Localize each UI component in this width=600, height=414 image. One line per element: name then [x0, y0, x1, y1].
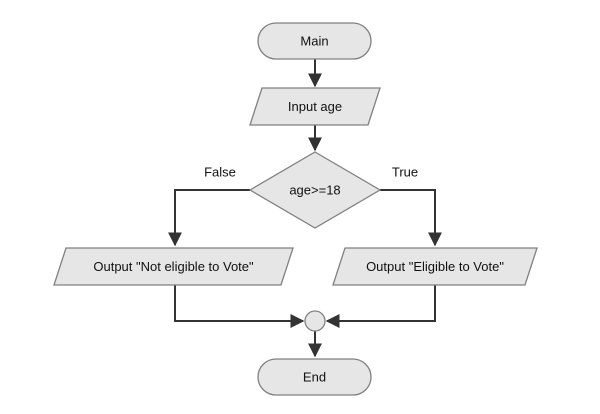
start-terminator-shape — [257, 22, 372, 60]
output-true-parallelogram-shape — [332, 247, 538, 286]
connector-true-to-merge — [325, 285, 436, 328]
false-branch-label: False — [204, 165, 236, 180]
input-label: Input age — [288, 99, 342, 114]
decision-label: age>=18 — [289, 183, 340, 198]
decision-node: age>=18 — [248, 151, 382, 229]
merge-connector-circle — [304, 310, 326, 332]
connector-false-to-merge — [174, 285, 305, 328]
input-parallelogram-shape — [249, 87, 381, 126]
end-node: End — [257, 358, 372, 396]
output-false-parallelogram-shape — [53, 247, 294, 286]
start-label: Main — [300, 34, 328, 49]
output-true-label: Output "Eligible to Vote" — [366, 259, 504, 274]
connector-false-branch — [168, 189, 250, 247]
end-terminator-shape — [257, 358, 372, 396]
start-node: Main — [257, 22, 372, 60]
decision-diamond-shape — [248, 151, 382, 229]
connectors — [168, 59, 442, 358]
connector-true-branch — [380, 189, 442, 247]
output-true-node: Output "Eligible to Vote" — [332, 247, 538, 286]
input-node: Input age — [249, 87, 381, 126]
output-false-node: Output "Not eligible to Vote" — [53, 247, 294, 286]
true-branch-label: True — [392, 165, 418, 180]
end-label: End — [303, 370, 326, 385]
output-false-label: Output "Not eligible to Vote" — [93, 259, 254, 274]
